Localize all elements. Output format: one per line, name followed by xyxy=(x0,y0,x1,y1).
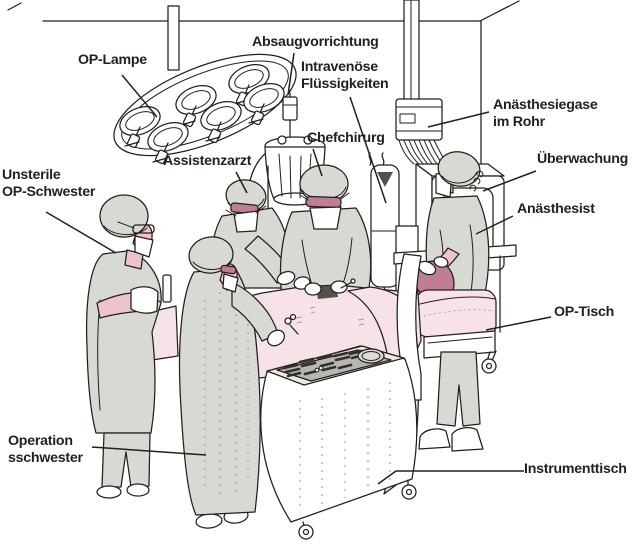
surgeon-gloves xyxy=(276,270,356,296)
lamp-reflector xyxy=(200,100,242,144)
bowl xyxy=(357,348,385,364)
anesthetist-head xyxy=(435,151,484,198)
nurse-unsterile-head xyxy=(99,194,155,258)
iv-bag xyxy=(368,152,400,306)
label-anaesthesist: Anästhesist xyxy=(517,201,595,217)
gas-manifold xyxy=(395,98,443,141)
instrument-cart xyxy=(260,345,418,540)
cart-wheel xyxy=(298,521,314,540)
operating-table xyxy=(415,289,497,374)
label-assistenzarzt: Assistenzarzt xyxy=(163,153,252,169)
label-anaesthesiegase-im-rohr: Anästhesiegase im Rohr xyxy=(493,97,598,130)
lamp-reflector xyxy=(147,121,189,165)
chief-head xyxy=(299,164,350,230)
anesthetist-legs xyxy=(418,351,484,452)
ceiling-mount-pole xyxy=(167,5,180,71)
hand-instrument xyxy=(284,313,299,335)
label-ueberwachung: Überwachung xyxy=(537,151,629,167)
anesthetist xyxy=(411,151,490,300)
label-instrumenttisch: Instrumenttisch xyxy=(524,461,627,477)
lamp-reflector xyxy=(175,84,217,128)
nurse-scrub-head xyxy=(188,236,239,293)
label-op-tisch: OP-Tisch xyxy=(554,304,615,320)
lamp-reflector xyxy=(243,82,285,126)
label-operationsschwester: Operation sschwester xyxy=(8,433,83,466)
table-caster xyxy=(481,350,497,374)
scissor-ring xyxy=(314,367,320,373)
label-absaugvorrichtung: Absaugvorrichtung xyxy=(252,34,379,50)
cart-wheel xyxy=(401,479,417,500)
scissor-ring xyxy=(318,365,324,371)
label-intravenoese-fluessigkeiten: Intravenöse Flüssigkeiten xyxy=(301,59,389,92)
chief-surgeon xyxy=(279,164,372,297)
gas-pipe xyxy=(403,0,420,101)
label-chefchirurg: Chefchirurg xyxy=(307,130,385,146)
label-op-lampe: OP-Lampe xyxy=(78,52,147,68)
label-unsterile-op-schwester: Unsterile OP-Schwester xyxy=(2,167,96,200)
